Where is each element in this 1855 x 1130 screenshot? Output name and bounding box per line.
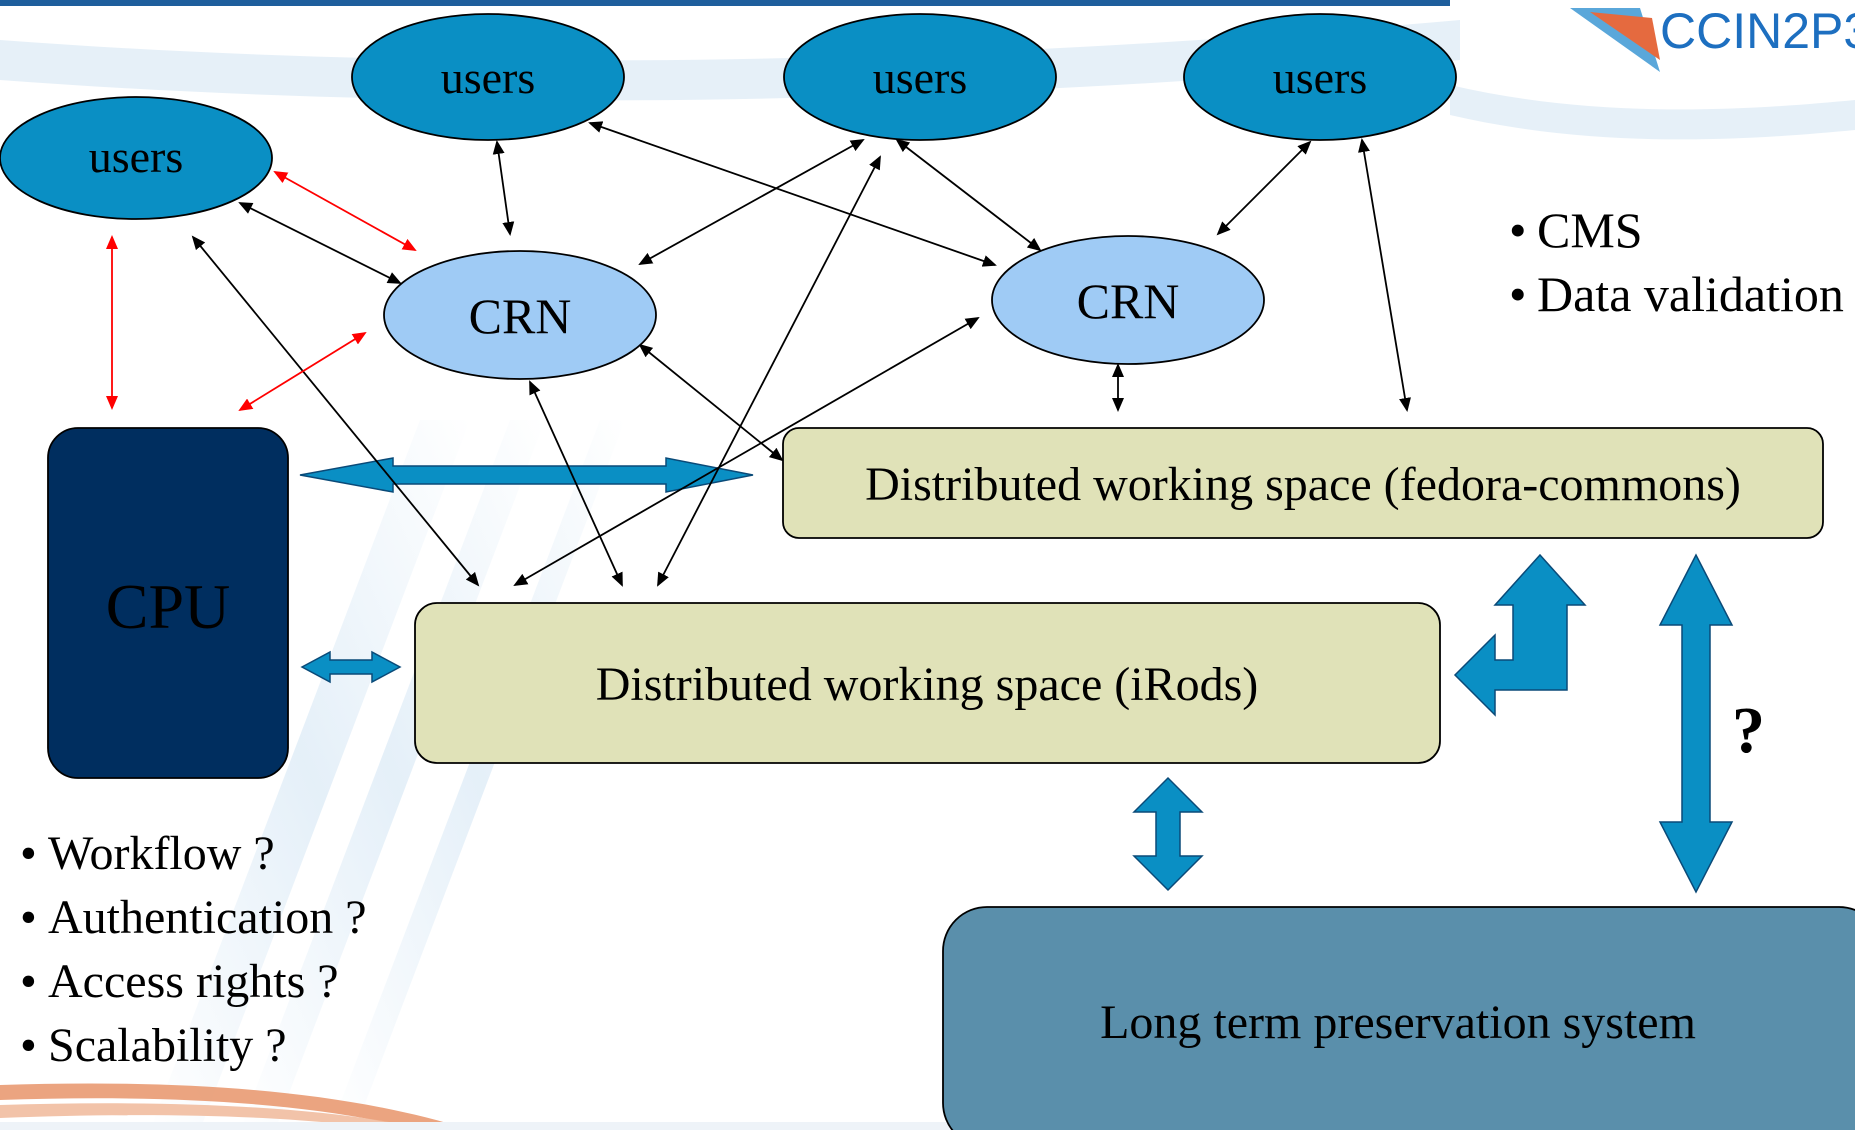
- crn-label: CRN: [469, 288, 572, 344]
- left-bullet-list: Workflow ? Authentication ? Access right…: [18, 822, 367, 1078]
- users-label: users: [89, 131, 184, 182]
- fedora-ltp-double-arrow: [1658, 553, 1734, 894]
- bullet-authentication: Authentication ?: [18, 886, 367, 950]
- users-node-1: users: [0, 96, 273, 220]
- question-mark: ?: [1732, 694, 1765, 767]
- fedora-irods-bent-arrow: [1453, 553, 1587, 717]
- crn-label: CRN: [1077, 273, 1180, 329]
- bullet-workflow: Workflow ?: [18, 822, 367, 886]
- users-label: users: [441, 52, 536, 103]
- users-node-4: users: [1183, 13, 1457, 141]
- logo-text: CCIN2P3: [1660, 3, 1855, 59]
- crn-node-1: CRN: [383, 250, 657, 380]
- right-bullet-list: CMS Data validation: [1507, 198, 1844, 326]
- crn-node-2: CRN: [991, 235, 1265, 365]
- ccin2p3-logo: CCIN2P3: [1570, 3, 1855, 72]
- fedora-working-space: Distributed working space (fedora-common…: [782, 427, 1824, 539]
- bullet-cms: CMS: [1507, 198, 1844, 262]
- long-term-preservation-system: Long term preservation system: [942, 906, 1855, 1130]
- black-connections: [191, 121, 1411, 587]
- irods-ltp-double-arrow: [1132, 776, 1204, 892]
- users-node-2: users: [351, 13, 625, 141]
- red-connections: [106, 171, 417, 412]
- users-label: users: [873, 52, 968, 103]
- irods-working-space: Distributed working space (iRods): [414, 602, 1441, 764]
- users-label: users: [1273, 52, 1368, 103]
- cpu-label: CPU: [106, 571, 231, 642]
- fedora-label: Distributed working space (fedora-common…: [865, 458, 1741, 511]
- users-node-3: users: [783, 13, 1057, 141]
- irods-label: Distributed working space (iRods): [596, 658, 1259, 711]
- bullet-access-rights: Access rights ?: [18, 950, 367, 1014]
- cpu-node: CPU: [47, 427, 289, 779]
- ltp-label: Long term preservation system: [1100, 996, 1696, 1049]
- bullet-data-validation: Data validation: [1507, 262, 1844, 326]
- cpu-irods-double-arrow: [300, 650, 402, 684]
- bullet-scalability: Scalability ?: [18, 1014, 367, 1078]
